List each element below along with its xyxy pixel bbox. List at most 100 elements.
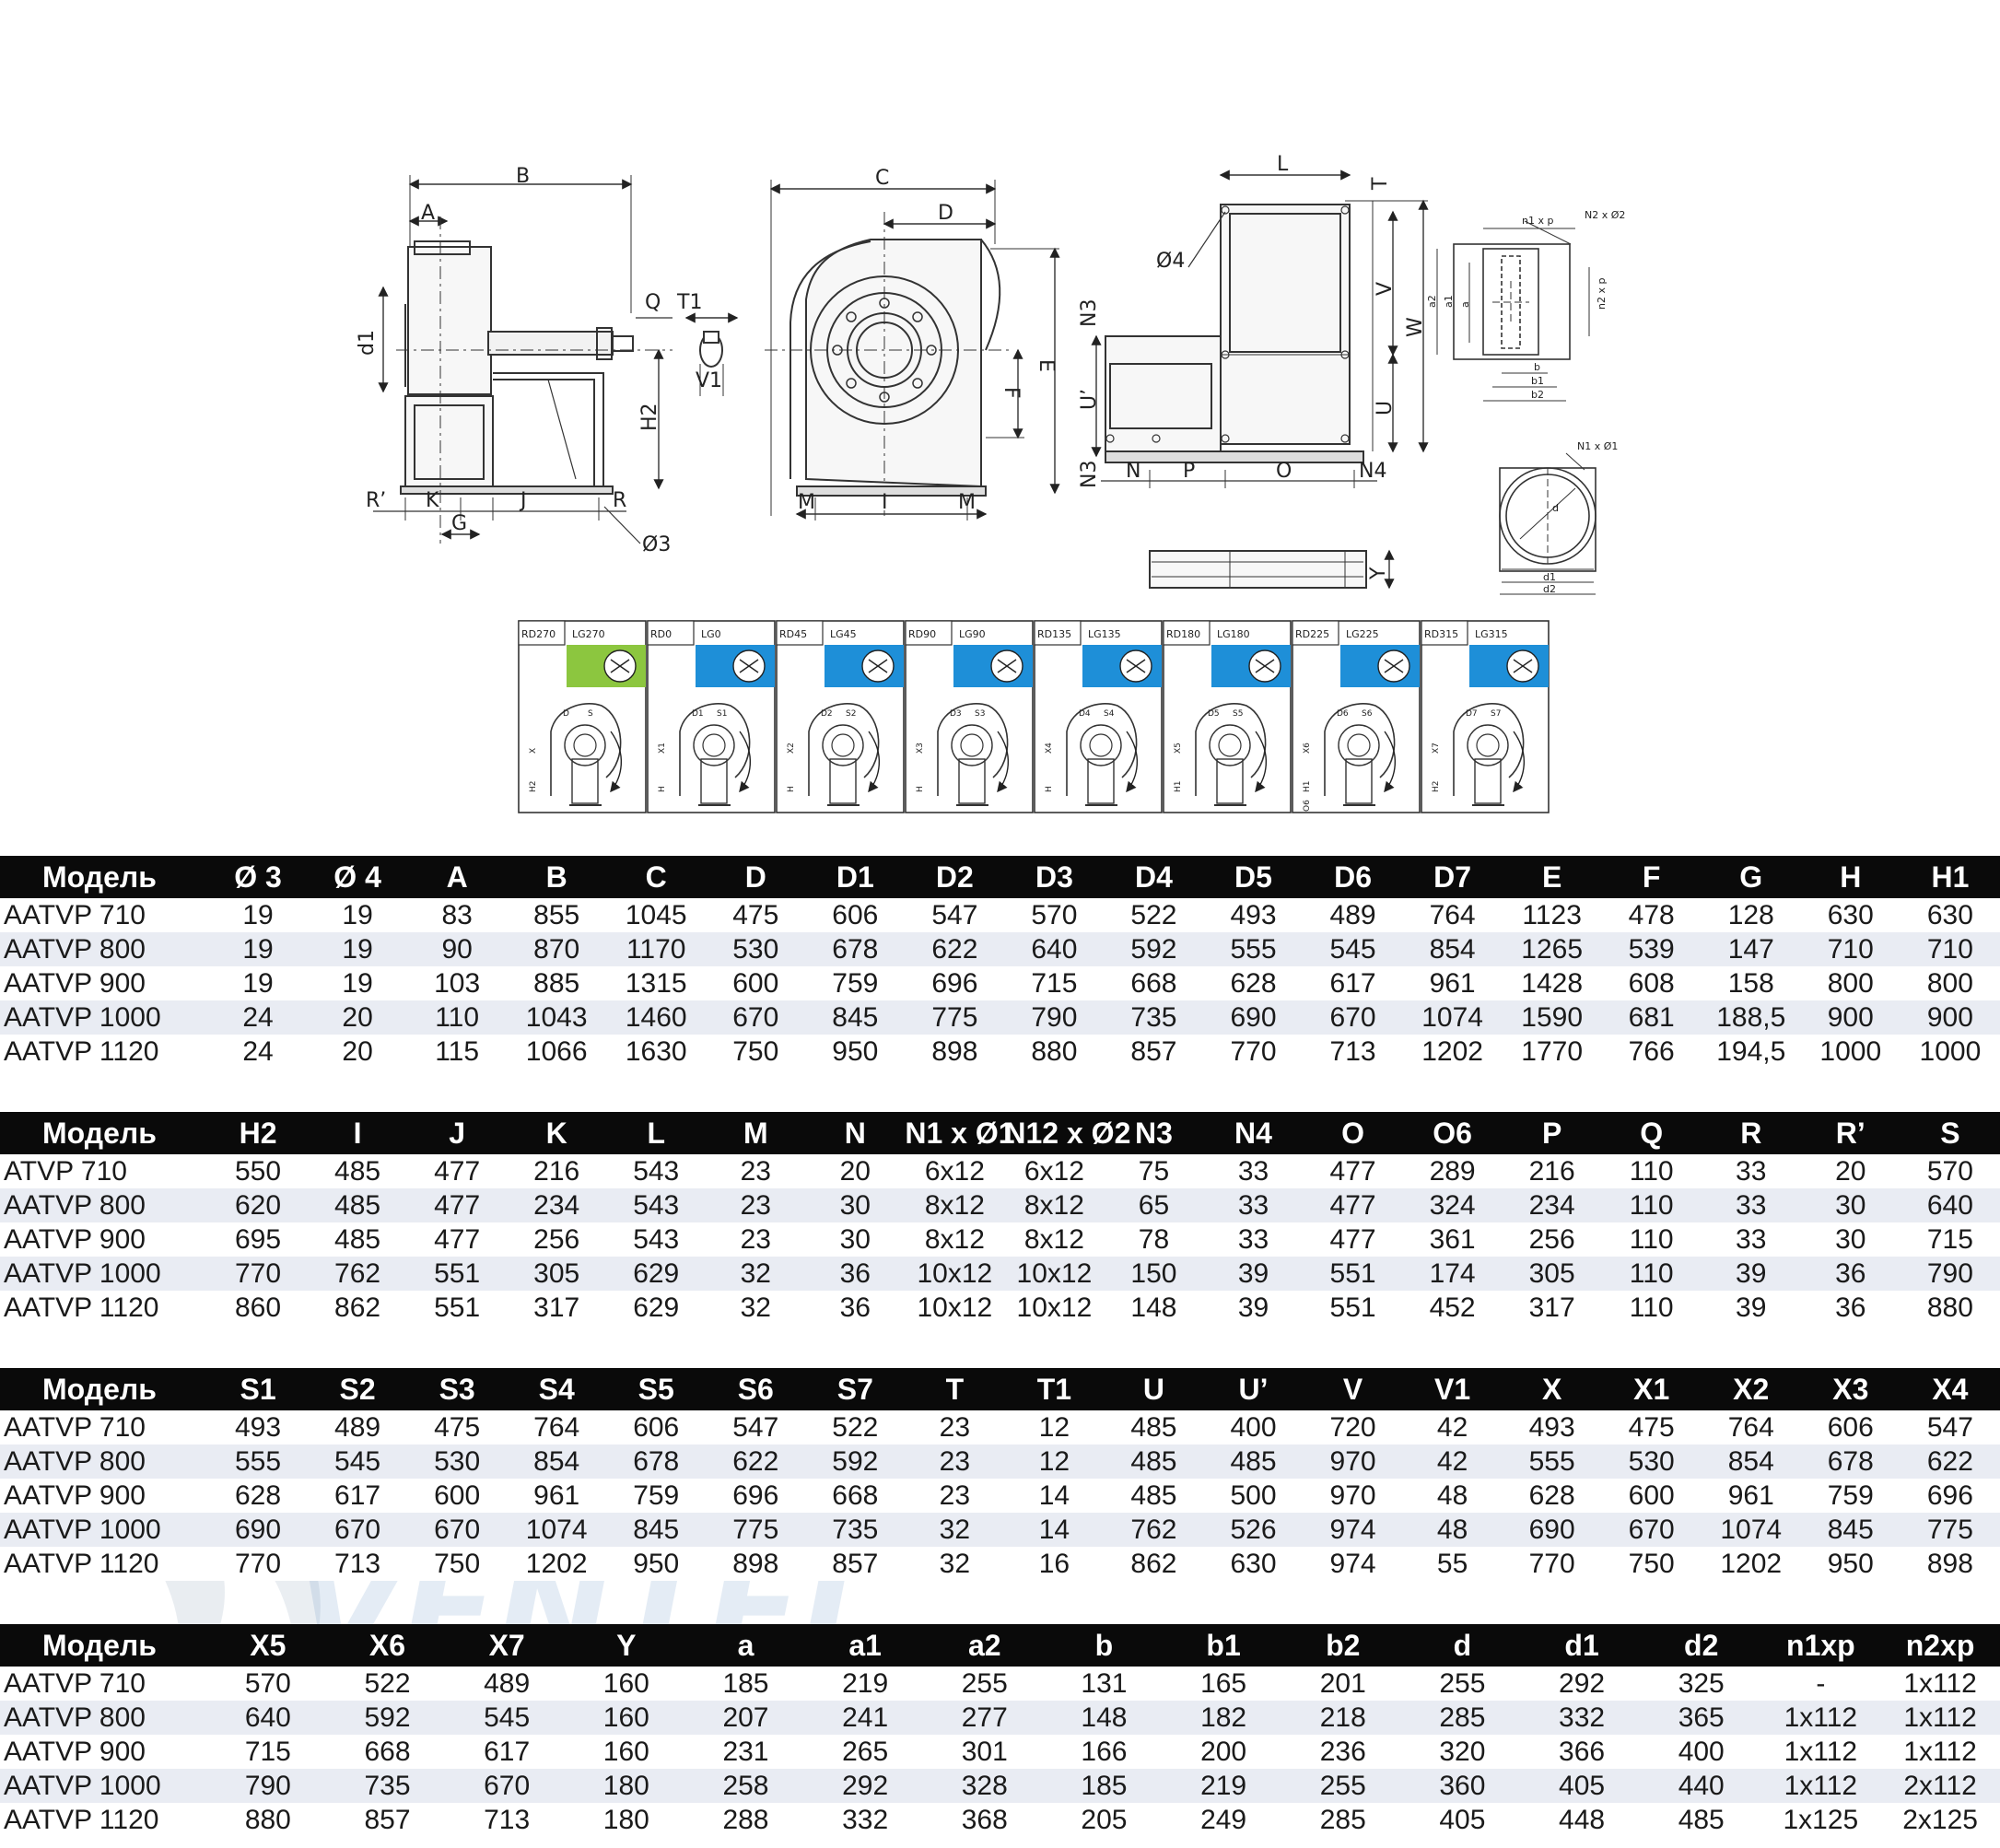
value-cell: 23 [706, 1188, 806, 1222]
column-header: Модель [0, 856, 209, 898]
label-b1: b1 [1531, 375, 1544, 387]
value-cell: 236 [1282, 1735, 1403, 1769]
value-cell: 900 [1900, 1000, 2000, 1035]
model-cell: AATVP 710 [0, 898, 209, 932]
value-cell: 160 [566, 1735, 686, 1769]
value-cell: 608 [1601, 966, 1702, 1000]
value-cell: 110 [407, 1000, 508, 1035]
label-B: B [516, 165, 530, 188]
value-cell: 147 [1701, 932, 1801, 966]
value-cell: 522 [1104, 898, 1204, 932]
orientation-rd-label: RD225 [1295, 628, 1329, 640]
value-cell: 1202 [507, 1547, 607, 1581]
value-cell: 265 [805, 1735, 925, 1769]
fan-rotation-icon [1119, 649, 1152, 683]
value-cell: 845 [805, 1000, 906, 1035]
value-cell: 606 [1800, 1410, 1901, 1444]
front-view-labels: C D E F M I M [798, 167, 1058, 514]
value-cell: 277 [924, 1701, 1045, 1735]
column-header: U’ [1203, 1368, 1304, 1410]
value-cell: 570 [1900, 1154, 2000, 1188]
value-cell: 48 [1402, 1513, 1503, 1547]
column-header: K [507, 1112, 607, 1154]
value-cell: 23 [905, 1410, 1005, 1444]
top-view-drawing [1091, 170, 1429, 590]
value-cell: 551 [407, 1291, 508, 1325]
value-cell: 800 [1900, 966, 2000, 1000]
value-cell: 640 [1900, 1188, 2000, 1222]
value-cell: 681 [1601, 1000, 1702, 1035]
value-cell: 668 [805, 1479, 906, 1513]
value-cell: 606 [805, 898, 906, 932]
value-cell: 547 [905, 898, 1005, 932]
value-cell: 857 [327, 1803, 448, 1837]
value-cell: 78 [1104, 1222, 1204, 1257]
column-header: H [1800, 856, 1901, 898]
orientation-dim-label: X5 [1174, 743, 1183, 754]
model-cell: ATVP 710 [0, 1154, 209, 1188]
value-cell: 110 [1601, 1188, 1702, 1222]
value-cell: 857 [805, 1547, 906, 1581]
value-cell: 485 [1104, 1410, 1204, 1444]
value-cell: 39 [1701, 1257, 1801, 1291]
value-cell: 970 [1303, 1479, 1403, 1513]
value-cell: 1074 [507, 1513, 607, 1547]
label-A: A [421, 202, 435, 225]
model-cell: AATVP 1120 [0, 1291, 209, 1325]
value-cell: 448 [1522, 1803, 1642, 1837]
value-cell: 180 [566, 1769, 686, 1803]
value-cell: 20 [308, 1035, 408, 1069]
column-header: N12 x Ø2 [1004, 1112, 1130, 1154]
value-cell: 950 [606, 1547, 707, 1581]
value-cell: 19 [308, 932, 408, 966]
column-header: N [805, 1112, 906, 1154]
value-cell: 32 [706, 1257, 806, 1291]
value-cell: 670 [308, 1513, 408, 1547]
value-cell: 255 [924, 1667, 1045, 1701]
value-cell: 30 [805, 1188, 906, 1222]
fan-rotation-icon [861, 649, 895, 683]
fan-rotation-icon [1506, 649, 1539, 683]
value-cell: 475 [706, 898, 806, 932]
value-cell: 285 [1282, 1803, 1403, 1837]
value-cell: 23 [706, 1154, 806, 1188]
technical-drawings: B A Q T1 d1 H2 V1 R’ K J R G Ø3 [356, 153, 1625, 813]
label-N3-bottom: N3 [1078, 461, 1101, 488]
column-header: Ø 4 [308, 856, 408, 898]
value-cell: 592 [327, 1701, 448, 1735]
value-cell: 110 [1601, 1154, 1702, 1188]
value-cell: 8x12 [1004, 1222, 1105, 1257]
orientation-rd-label: RD45 [779, 628, 807, 640]
value-cell: 592 [1104, 932, 1204, 966]
orientation-dim-label: H [658, 786, 667, 792]
model-cell: AATVP 1120 [0, 1035, 209, 1069]
value-cell: 14 [1004, 1479, 1105, 1513]
value-cell: 854 [1701, 1444, 1801, 1479]
orientation-dim-label: X2 [787, 743, 796, 754]
column-header: O [1303, 1112, 1403, 1154]
value-cell: 8x12 [905, 1222, 1005, 1257]
label-d2-round: d2 [1543, 583, 1556, 595]
value-cell: 131 [1044, 1667, 1164, 1701]
value-cell: 775 [1900, 1513, 2000, 1547]
value-cell: 696 [1900, 1479, 2000, 1513]
model-cell: AATVP 1120 [0, 1547, 209, 1581]
model-cell: AATVP 900 [0, 1479, 209, 1513]
value-cell: 1066 [507, 1035, 607, 1069]
column-header: a [685, 1624, 806, 1667]
value-cell: 1123 [1502, 898, 1602, 932]
label-O: O [1276, 460, 1292, 483]
value-cell: 961 [507, 1479, 607, 1513]
column-header: D4 [1104, 856, 1204, 898]
orientation-dim-label: X4 [1045, 743, 1054, 754]
value-cell: 166 [1044, 1735, 1164, 1769]
label-O3: Ø3 [642, 533, 671, 556]
value-cell: 970 [1303, 1444, 1403, 1479]
fan-rotation-icon [1377, 649, 1410, 683]
value-cell: 500 [1203, 1479, 1304, 1513]
